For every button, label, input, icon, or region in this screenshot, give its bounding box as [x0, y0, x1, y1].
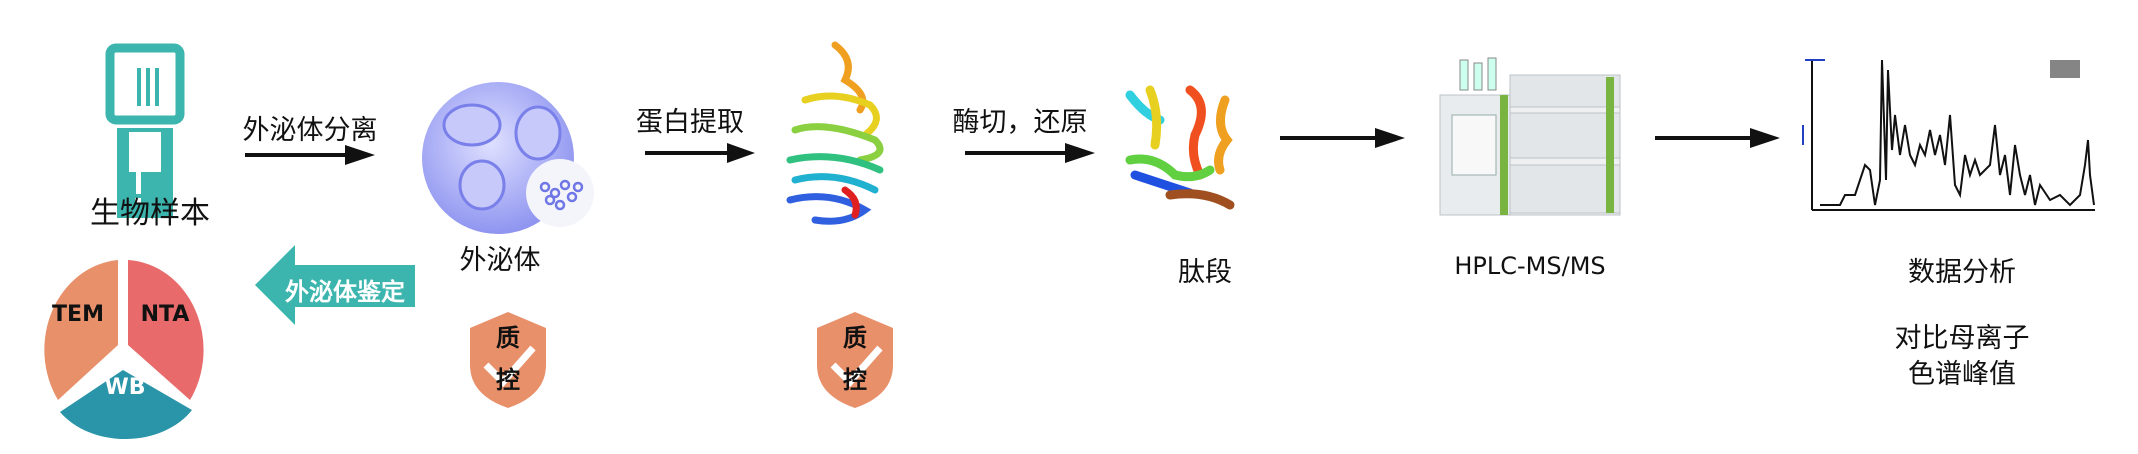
hplc-instrument-icon [1439, 57, 1621, 216]
protein-structure-icon [786, 41, 884, 225]
mass-spectrum-icon [1802, 59, 2095, 211]
arrow-right-icon [965, 143, 1095, 163]
label-digestion: 酶切，还原 [952, 107, 1088, 138]
arrow-right-icon [645, 143, 755, 163]
quality-control-shield-icon [470, 312, 546, 408]
analysis-note-precursor: 对比母离子 [1894, 323, 2030, 354]
sample-tube-icon [105, 43, 185, 218]
label-analysis: 数据分析 [1908, 257, 2016, 288]
label-identification: 外泌体鉴定 [285, 278, 405, 306]
label-protein-extraction: 蛋白提取 [636, 107, 744, 138]
label-peptide: 肽段 [1178, 257, 1232, 288]
arrow-right-icon [1655, 128, 1780, 148]
method-wb: WB [104, 375, 146, 400]
label-instrument: HPLC-MS/MS [1454, 252, 1606, 280]
method-tem: TEM [52, 302, 104, 327]
qc-text-1: 质 [843, 324, 867, 352]
analysis-note-peaks: 色谱峰值 [1908, 359, 2016, 390]
method-nta: NTA [140, 302, 190, 327]
exosome-icon [422, 82, 594, 234]
identification-arrow [255, 245, 415, 325]
identification-methods-pie [44, 260, 204, 440]
qc-text-1: 质 [496, 324, 520, 352]
peptides-icon [1125, 85, 1235, 210]
quality-control-shield-icon [817, 312, 893, 408]
label-sample: 生物样本 [90, 196, 210, 231]
qc-text-2: 控 [496, 366, 520, 394]
arrow-right-icon [245, 145, 375, 165]
label-isolation: 外泌体分离 [242, 115, 378, 146]
arrow-right-icon [1280, 128, 1405, 148]
qc-text-2: 控 [843, 366, 867, 394]
label-exosome: 外泌体 [459, 245, 541, 276]
